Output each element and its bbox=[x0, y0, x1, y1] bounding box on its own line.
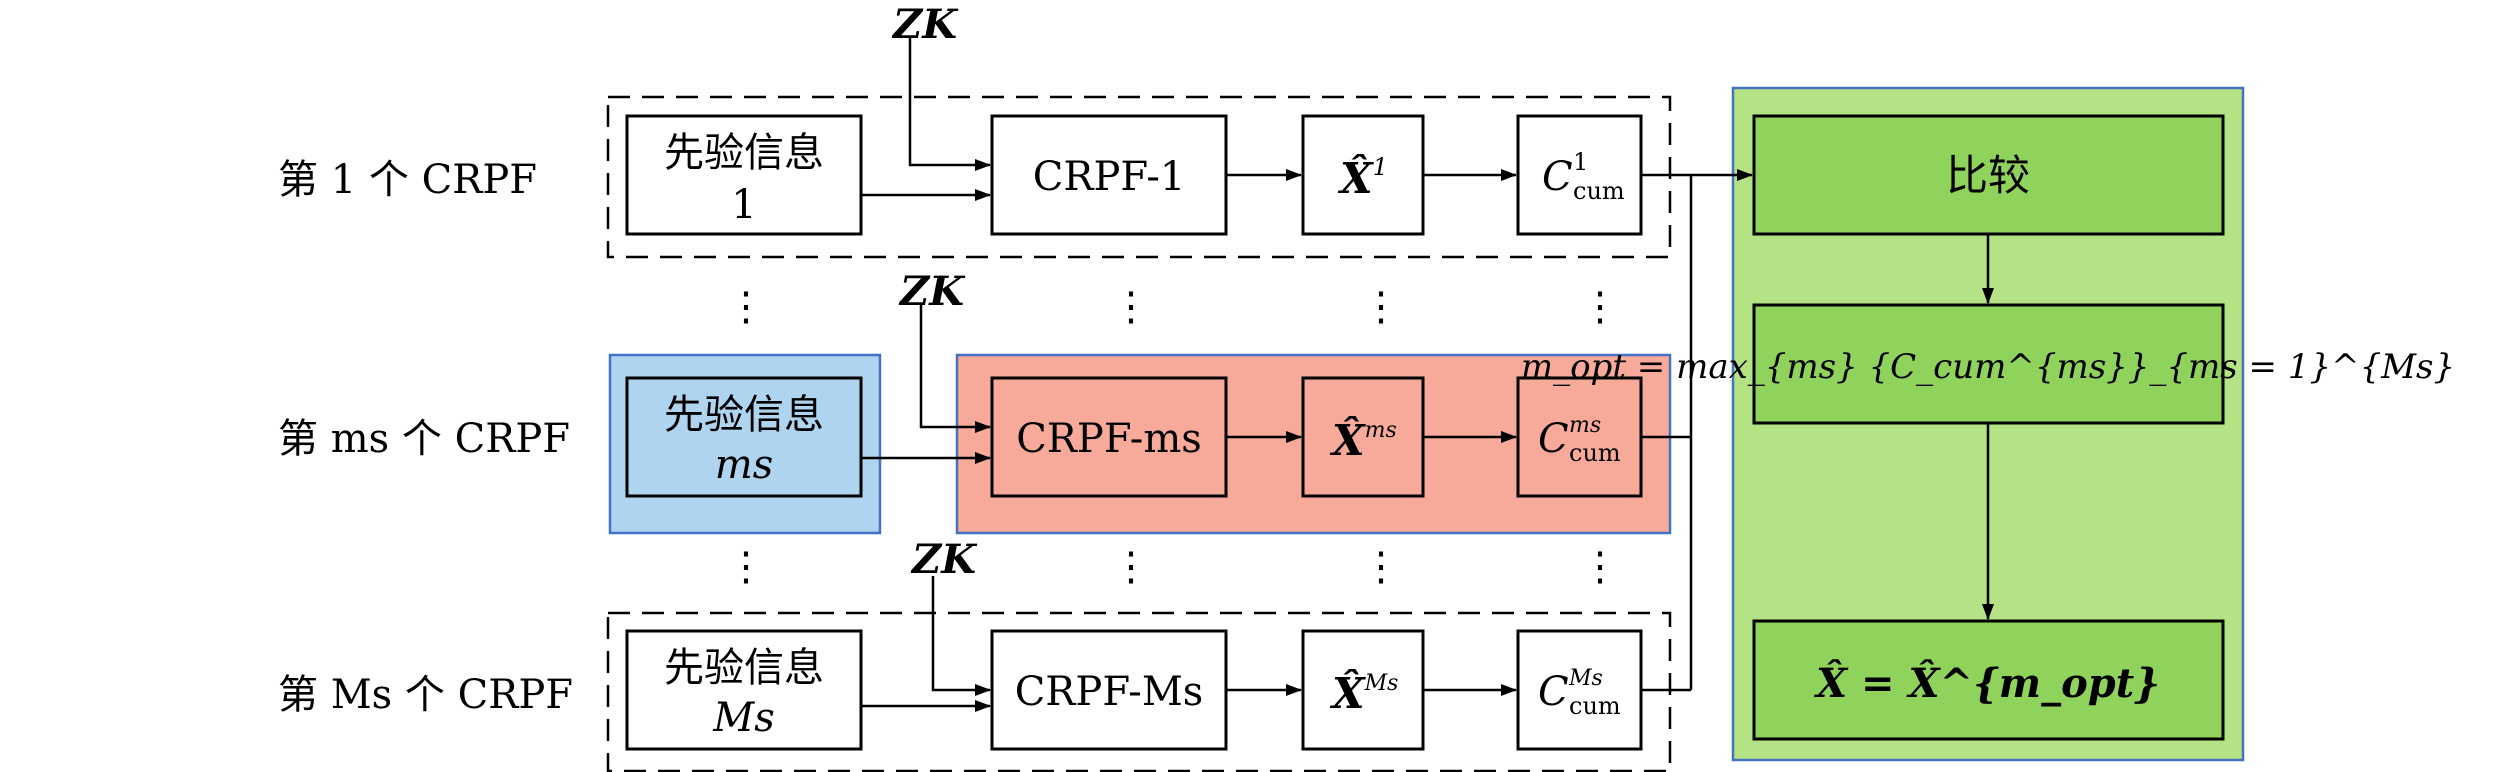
filter-label-2: CRPF-ms bbox=[1016, 416, 1202, 462]
cost-label-3: C bbox=[1538, 669, 1569, 715]
cost-sub-3: cum bbox=[1569, 692, 1621, 720]
prior-label-2: 先验信息 bbox=[664, 392, 824, 438]
prior-index-1: 1 bbox=[731, 182, 756, 228]
group-frame-row-1 bbox=[606, 95, 1672, 259]
ellipsis-estimate-b: ⋮ bbox=[1361, 544, 1401, 590]
selection-formula: m_opt = max_{ms} {C_cum^{ms}}_{ms = 1}^{… bbox=[1521, 347, 2455, 387]
highlight-chain-row-2 bbox=[955, 353, 1672, 535]
cost-sub-2: cum bbox=[1569, 439, 1621, 467]
prior-label-3: 先验信息 bbox=[664, 645, 824, 691]
arrow-zk-to-filter-2 bbox=[919, 305, 991, 433]
estimate-sup-3: Ms bbox=[1364, 671, 1399, 696]
observation-label-1: ZK bbox=[891, 1, 959, 48]
arrow-zk-to-filter-3 bbox=[931, 576, 991, 696]
obs-symbol-1: ZK bbox=[891, 1, 959, 48]
prior-index-2: ms bbox=[715, 442, 773, 488]
ellipsis-row-label-b: ⋮ bbox=[726, 544, 766, 590]
estimate-label-1: X̂1 bbox=[1337, 152, 1388, 203]
row-label-2: 第 ms 个 CRPF bbox=[278, 416, 570, 462]
estimate-symbol-2: X̂ bbox=[1329, 414, 1366, 465]
ellipsis-filter-a: ⋮ bbox=[1111, 284, 1151, 330]
obs-symbol-2: ZK bbox=[898, 268, 966, 315]
cost-label-1: C bbox=[1542, 154, 1573, 200]
cost-sub-1: cum bbox=[1573, 177, 1625, 205]
ellipsis-cost-b: ⋮ bbox=[1580, 544, 1620, 590]
estimate-sup-2: ms bbox=[1365, 418, 1397, 443]
prior-box-3 bbox=[625, 629, 863, 751]
estimate-sup-1: 1 bbox=[1373, 153, 1388, 181]
filter-label-3: CRPF-Ms bbox=[1015, 669, 1204, 715]
group-frame-row-3 bbox=[606, 611, 1672, 772]
ellipsis-row-label-a: ⋮ bbox=[726, 284, 766, 330]
prior-label-1: 先验信息 bbox=[664, 130, 824, 176]
cost-symbol-2: C bbox=[1538, 416, 1569, 462]
cost-label-2: C bbox=[1538, 416, 1569, 462]
observation-label-3: ZK bbox=[910, 536, 978, 583]
row-label-3: 第 Ms 个 CRPF bbox=[278, 672, 573, 718]
ellipsis-estimate-a: ⋮ bbox=[1361, 284, 1401, 330]
prior-index-3: Ms bbox=[712, 695, 774, 741]
selection-box bbox=[1752, 303, 2225, 425]
prior-box-2 bbox=[625, 376, 863, 498]
cost-sup-2: ms bbox=[1569, 413, 1601, 438]
filter-box-1 bbox=[990, 114, 1228, 236]
compare-label: 比较 bbox=[1946, 151, 2030, 200]
cost-sup-3: Ms bbox=[1568, 666, 1603, 691]
output-box bbox=[1752, 619, 2225, 741]
cost-sup-1: 1 bbox=[1573, 148, 1588, 176]
estimate-symbol-1: X̂ bbox=[1337, 152, 1374, 203]
obs-symbol-3: ZK bbox=[910, 536, 978, 583]
filter-box-3 bbox=[990, 629, 1228, 751]
arrow-zk-to-filter-1 bbox=[908, 38, 991, 171]
row-label-1: 第 1 个 CRPF bbox=[278, 157, 537, 203]
cost-box-3 bbox=[1516, 629, 1643, 751]
filter-label-1: CRPF-1 bbox=[1033, 154, 1186, 200]
cost-symbol-3: C bbox=[1538, 669, 1569, 715]
highlight-prior-row-2 bbox=[608, 353, 882, 535]
observation-label-2: ZK bbox=[898, 268, 966, 315]
prior-box-1 bbox=[625, 114, 863, 236]
ellipsis-filter-b: ⋮ bbox=[1111, 544, 1151, 590]
estimate-symbol-3: X̂ bbox=[1329, 667, 1366, 718]
output-formula: X̂ = X̂^{m_opt} bbox=[1813, 660, 2160, 707]
estimate-label-2: X̂ms bbox=[1329, 414, 1397, 465]
cost-box-1 bbox=[1516, 114, 1643, 236]
cost-symbol-1: C bbox=[1542, 154, 1573, 200]
estimate-label-3: X̂Ms bbox=[1329, 667, 1398, 718]
ellipsis-cost-a: ⋮ bbox=[1580, 284, 1620, 330]
estimate-box-1 bbox=[1301, 114, 1425, 236]
compare-box bbox=[1752, 114, 2225, 236]
